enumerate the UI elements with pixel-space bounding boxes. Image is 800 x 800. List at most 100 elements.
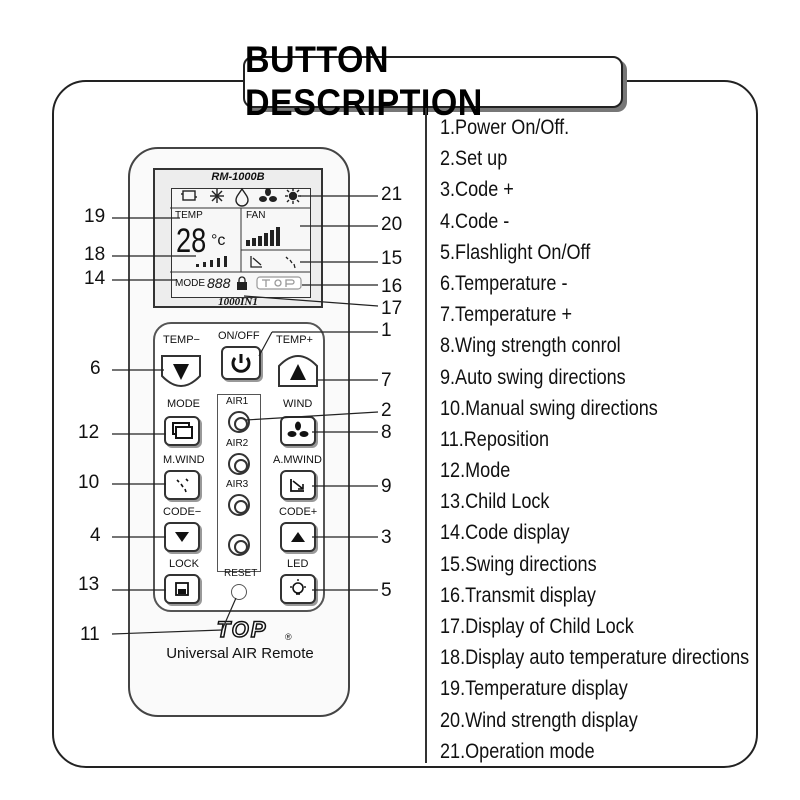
air2-button[interactable]: [228, 453, 250, 475]
temp-plus-button[interactable]: [275, 350, 321, 390]
temp-dots-icon: [196, 256, 227, 267]
title-box: BUTTON DESCRIPTION: [243, 39, 623, 124]
callout-15: 15: [381, 248, 403, 269]
auto-swing-button[interactable]: [280, 470, 316, 500]
mode-button[interactable]: [164, 416, 200, 446]
air1-button[interactable]: [228, 411, 250, 433]
description-item: 12.Mode: [440, 459, 511, 483]
callout-20: 20: [381, 214, 403, 235]
fan-icon: [287, 421, 309, 437]
temperature-unit: °c: [211, 232, 226, 249]
callout-21: 21: [381, 184, 403, 205]
temp-minus-label: TEMP−: [163, 334, 200, 346]
description-item: 16.Transmit display: [440, 583, 596, 607]
manual-swing-button[interactable]: [164, 470, 200, 500]
a-mwind-label: A.MWIND: [273, 454, 322, 466]
lock-label: LOCK: [169, 558, 199, 570]
droplet-icon: [235, 187, 249, 207]
callout-16: 16: [381, 276, 403, 297]
description-item: 6.Temperature -: [440, 271, 568, 295]
lock-icon: [175, 582, 189, 596]
description-item: 2.Set up: [440, 147, 508, 171]
code-minus-button[interactable]: [164, 522, 200, 552]
lock-icon: [237, 276, 247, 290]
setup-button[interactable]: [228, 534, 250, 556]
auto-swing-icon: [290, 479, 304, 492]
callout-12: 12: [78, 422, 100, 443]
callout-5: 5: [381, 580, 392, 601]
lcd-brand-label: 1000IN1: [218, 296, 258, 308]
triangle-down-icon: [175, 532, 189, 542]
code-display-value: 888: [207, 275, 231, 291]
callout-13: 13: [78, 574, 100, 595]
description-list: 1.Power On/Off. 2.Set up 3.Code + 4.Code…: [440, 112, 770, 767]
fan-label: FAN: [246, 210, 266, 221]
fan-mode-icon: [181, 190, 197, 201]
code-plus-label: CODE+: [279, 506, 318, 518]
description-item: 20.Wind strength display: [440, 708, 638, 732]
temperature-value: 28: [176, 222, 207, 260]
wind-label: WIND: [283, 398, 313, 410]
temp-label: TEMP: [175, 210, 203, 221]
fan-icon: [259, 188, 277, 202]
mode-label: MODE: [175, 278, 205, 289]
on-off-label: ON/OFF: [218, 330, 260, 342]
led-label: LED: [287, 558, 309, 570]
mode-icon: [172, 422, 193, 439]
led-button[interactable]: [280, 574, 316, 604]
brand-logo: TOP: [216, 617, 268, 642]
description-item: 18.Display auto temperature directions: [440, 646, 750, 670]
snowflake-icon: [210, 189, 224, 203]
description-item: 8.Wing strength conrol: [440, 334, 621, 358]
description-item: 17.Display of Child Lock: [440, 615, 634, 638]
callout-2: 2: [381, 400, 392, 421]
wind-button[interactable]: [280, 416, 316, 446]
description-item: 5.Flashlight On/Off: [440, 240, 591, 264]
description-item: 4.Code -: [440, 209, 510, 233]
triangle-up-icon: [291, 532, 305, 542]
triangle-down-icon: [173, 364, 189, 380]
air1-label: AIR1: [226, 396, 249, 407]
description-item: 11.Reposition: [440, 427, 550, 451]
remote-name: Universal AIR Remote: [166, 645, 314, 662]
callout-19: 19: [84, 206, 106, 227]
temp-minus-button[interactable]: [158, 352, 204, 392]
description-item: 14.Code display: [440, 521, 570, 545]
reset-button[interactable]: [231, 584, 247, 600]
page-title: BUTTON DESCRIPTION: [245, 39, 483, 124]
column-divider: [425, 108, 427, 763]
mode-button-label: MODE: [167, 398, 200, 410]
temp-plus-label: TEMP+: [276, 334, 313, 346]
description-item: 13.Child Lock: [440, 490, 550, 514]
lcd-mode-icons: [181, 187, 301, 207]
m-wind-label: M.WIND: [163, 454, 205, 466]
callout-18: 18: [84, 244, 106, 265]
sun-icon: [285, 188, 301, 204]
callout-3: 3: [381, 527, 392, 548]
description-item: 15.Swing directions: [440, 552, 597, 576]
reset-label: RESET: [224, 568, 258, 579]
air3-button[interactable]: [228, 494, 250, 516]
lock-button[interactable]: [164, 574, 200, 604]
air2-label: AIR2: [226, 438, 249, 449]
registered-mark: ®: [285, 632, 292, 642]
code-minus-label: CODE−: [163, 506, 202, 518]
callout-10: 10: [78, 472, 100, 493]
description-item: 7.Temperature +: [440, 303, 573, 327]
swing-direction-icons: [250, 256, 296, 269]
callout-9: 9: [381, 476, 392, 497]
description-item: 21.Operation mode: [440, 739, 595, 763]
callout-17: 17: [381, 298, 403, 319]
callout-11: 11: [80, 624, 100, 645]
callout-1: 1: [381, 320, 392, 341]
callout-14: 14: [84, 268, 106, 289]
description-item: 3.Code +: [440, 178, 514, 202]
description-item: 1.Power On/Off.: [440, 116, 570, 139]
description-item: 19.Temperature display: [440, 677, 628, 701]
manual-swing-icon: [176, 478, 189, 493]
callout-7: 7: [381, 370, 392, 391]
power-icon: [231, 354, 251, 373]
power-button[interactable]: [221, 346, 261, 380]
code-plus-button[interactable]: [280, 522, 316, 552]
model-label: RM-1000B: [211, 171, 265, 183]
